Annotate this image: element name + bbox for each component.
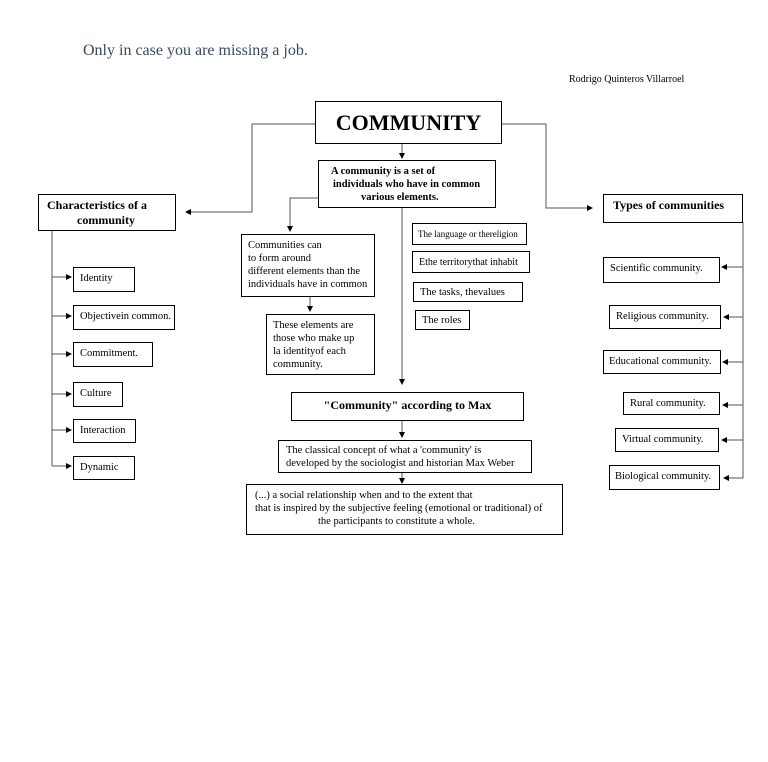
form-text-line: different elements than the — [248, 266, 361, 277]
form-text-line: to form around — [248, 253, 311, 264]
elements-text-line: those who make up — [273, 333, 355, 344]
quote-line: the participants to constitute a whole. — [318, 516, 475, 527]
concept-line: The classical concept of what a 'communi… — [286, 445, 482, 456]
type-item: Biological community. — [609, 465, 720, 490]
form-text-box: Communities can to form around different… — [241, 234, 375, 297]
elements-text-box: These elements are those who make up la … — [266, 314, 375, 375]
quote-line: that is inspired by the subjective feeli… — [255, 503, 543, 514]
type-item: Virtual community. — [615, 428, 719, 452]
elements-text-line: These elements are — [273, 320, 354, 331]
characteristics-header: Characteristics of a community — [38, 194, 176, 231]
elements-text-line: community. — [273, 359, 323, 370]
quote-box: (...) a social relationship when and to … — [246, 484, 563, 535]
main-title: COMMUNITY — [315, 101, 502, 144]
quote-line: (...) a social relationship when and to … — [255, 490, 473, 501]
element-list-item: The tasks, thevalues — [413, 282, 523, 302]
definition-line: A community is a set of — [331, 166, 436, 177]
characteristic-item: Culture — [73, 382, 123, 407]
characteristic-item: Dynamic — [73, 456, 135, 480]
concept-box: The classical concept of what a 'communi… — [278, 440, 532, 473]
type-item: Religious community. — [609, 305, 721, 329]
elements-text-line: la identityof each — [273, 346, 346, 357]
definition-line: various elements. — [361, 192, 439, 203]
element-list-item: The roles — [415, 310, 470, 330]
type-item: Educational community. — [603, 350, 721, 374]
author-name: Rodrigo Quinteros Villarroel — [569, 74, 685, 85]
element-list-item: The language or thereligion — [412, 223, 527, 245]
concept-line: developed by the sociologist and histori… — [286, 458, 515, 469]
type-item: Scientific community. — [603, 257, 720, 283]
characteristic-item: Objectivein common. — [73, 305, 175, 330]
form-text-line: Communities can — [248, 240, 322, 251]
max-header: "Community" according to Max — [291, 392, 524, 421]
characteristic-item: Interaction — [73, 419, 136, 443]
element-list-item: Ethe territorythat inhabit — [412, 251, 530, 273]
types-header: Types of communities — [603, 194, 743, 223]
characteristic-item: Identity — [73, 267, 135, 292]
definition-line: individuals who have in common — [333, 179, 481, 190]
type-item: Rural community. — [623, 392, 720, 415]
characteristics-header-line: community — [77, 213, 135, 227]
characteristics-header-line: Characteristics of a — [47, 198, 147, 212]
form-text-line: individuals have in common — [248, 279, 368, 290]
characteristic-item: Commitment. — [73, 342, 153, 367]
tagline: Only in case you are missing a job. — [83, 42, 308, 59]
definition-box: A community is a set of individuals who … — [318, 160, 496, 208]
